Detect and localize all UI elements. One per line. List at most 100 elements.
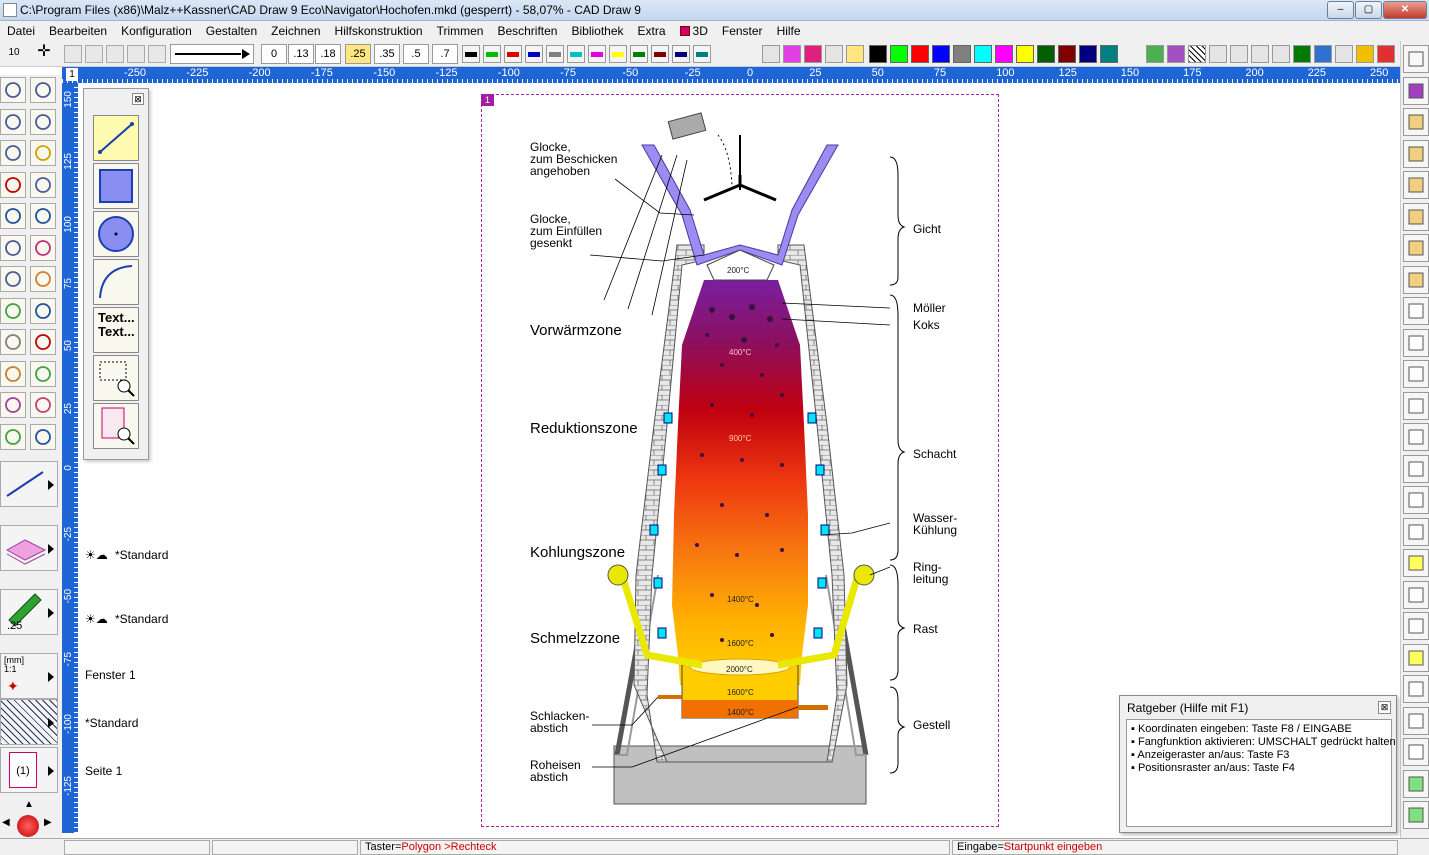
line-color-swatch[interactable] — [567, 45, 585, 63]
fill-off-icon[interactable] — [762, 45, 780, 63]
fill-pattern-icon[interactable] — [783, 45, 801, 63]
crosshair-icon[interactable]: ✛ — [37, 43, 51, 60]
rotate-axis-icon[interactable] — [1403, 423, 1429, 451]
fill-color-swatch[interactable] — [1037, 45, 1055, 63]
dimension-tool-icon[interactable] — [0, 203, 26, 229]
hatch-button[interactable] — [0, 699, 58, 745]
rotate-z-icon[interactable] — [1403, 360, 1429, 388]
fill-color-swatch[interactable] — [911, 45, 929, 63]
fill-color-swatch[interactable] — [995, 45, 1013, 63]
width-025[interactable]: .25 — [345, 44, 371, 64]
width-0[interactable]: 0 — [261, 44, 287, 64]
undo-tool-icon[interactable] — [30, 234, 56, 261]
layer-button[interactable] — [0, 525, 58, 571]
fill-color-swatch[interactable] — [1079, 45, 1097, 63]
import-3d-icon[interactable] — [1403, 517, 1429, 546]
menu-bibliothek[interactable]: Bibliothek — [571, 24, 624, 38]
menu-extra[interactable]: Extra — [637, 24, 666, 38]
nav-right-icon[interactable]: ▶ — [44, 817, 52, 828]
line-tool-button[interactable] — [93, 115, 139, 161]
rotate-free-icon[interactable] — [1403, 391, 1429, 420]
width-05[interactable]: .5 — [403, 44, 429, 64]
layers-icon[interactable] — [1167, 45, 1185, 63]
width-07[interactable]: .7 — [432, 44, 458, 64]
sm-icon[interactable] — [1293, 45, 1311, 63]
line-color-swatch[interactable] — [609, 45, 627, 63]
line-color-swatch[interactable] — [462, 45, 480, 63]
box-top-icon[interactable] — [1403, 202, 1429, 231]
box-flat-icon[interactable] — [1403, 265, 1429, 294]
save-icon[interactable] — [127, 45, 145, 63]
plane-icon[interactable] — [1403, 769, 1429, 798]
fill-color-swatch[interactable] — [932, 45, 950, 63]
ellipse-tool-icon[interactable] — [30, 140, 56, 166]
grid-icon[interactable] — [1272, 45, 1290, 63]
circle3-tool-icon[interactable] — [0, 140, 26, 166]
line-color-swatch[interactable] — [546, 45, 564, 63]
open-file-icon[interactable] — [106, 45, 124, 63]
line-color-swatch[interactable] — [483, 45, 501, 63]
cube-icon[interactable] — [1403, 108, 1429, 136]
zoom-select[interactable]: 10 — [8, 47, 20, 58]
rectangle-tool-button[interactable] — [93, 163, 139, 209]
menu-trimmen[interactable]: Trimmen — [436, 24, 484, 38]
fill-color-swatch[interactable] — [890, 45, 908, 63]
pencil-icon[interactable] — [1146, 45, 1164, 63]
cube-iso-icon[interactable] — [1403, 234, 1429, 262]
rotate-x-icon[interactable] — [1403, 297, 1429, 325]
menu-gestalten[interactable]: Gestalten — [205, 24, 258, 38]
ratgeber-close-icon[interactable]: ⊠ — [1378, 701, 1391, 714]
menu-hilfskonstruktion[interactable]: Hilfskonstruktion — [334, 24, 423, 38]
plane2-icon[interactable] — [1403, 801, 1429, 829]
menu-hilfe[interactable]: Hilfe — [776, 24, 801, 38]
palette-close-icon[interactable]: ⊠ — [132, 93, 144, 105]
wire-box3-icon[interactable] — [1403, 612, 1429, 640]
cloud-icon[interactable] — [1314, 45, 1332, 63]
pages-tool-icon[interactable] — [30, 392, 56, 418]
grid-tool-icon[interactable] — [0, 329, 26, 355]
blast-furnace-drawing[interactable] — [482, 95, 998, 826]
close-button[interactable]: ✕ — [1383, 1, 1427, 19]
magnet-tool-icon[interactable] — [30, 423, 56, 450]
wire-box2-icon[interactable] — [1403, 580, 1429, 609]
catalog-icon[interactable] — [1403, 45, 1429, 73]
width-013[interactable]: .13 — [288, 44, 314, 64]
eraser-icon[interactable] — [1377, 45, 1395, 63]
wire-box7-icon[interactable] — [1403, 738, 1429, 766]
angle-tool-icon[interactable] — [30, 203, 56, 229]
hatch-label[interactable]: *Standard — [85, 716, 139, 730]
filter-tool-icon[interactable] — [0, 297, 26, 324]
line-color-swatch[interactable] — [651, 45, 669, 63]
hatch-icon[interactable] — [1188, 45, 1206, 63]
menu-zeichnen[interactable]: Zeichnen — [271, 24, 321, 38]
nav-center-icon[interactable] — [17, 815, 39, 837]
text-tool-button[interactable]: Text... Text... — [93, 307, 139, 353]
box-side-icon[interactable] — [1403, 171, 1429, 199]
lock-tool-icon[interactable] — [0, 360, 26, 387]
line-color-swatch[interactable] — [630, 45, 648, 63]
line-color-swatch[interactable] — [525, 45, 543, 63]
cross-tool-icon[interactable] — [0, 171, 26, 198]
width-035[interactable]: .35 — [374, 44, 400, 64]
select-tool-icon[interactable] — [0, 266, 26, 292]
width-018[interactable]: .18 — [315, 44, 341, 64]
line-color-swatch[interactable] — [504, 45, 522, 63]
polyline-tool-icon[interactable] — [30, 108, 56, 135]
new-file-icon[interactable] — [85, 45, 103, 63]
pen-button[interactable]: .25 — [0, 589, 58, 635]
polygon-tool-icon[interactable] — [30, 77, 56, 103]
fill-color-swatch[interactable] — [953, 45, 971, 63]
triangle-tool-icon[interactable] — [0, 423, 26, 450]
menu-konfiguration[interactable]: Konfiguration — [121, 24, 192, 38]
curve-tool-icon[interactable] — [30, 171, 56, 198]
snap-tool-icon[interactable] — [30, 360, 56, 387]
fill-pattern4-icon[interactable] — [846, 45, 864, 63]
zoom-window-button[interactable] — [93, 355, 139, 401]
minimize-button[interactable]: – — [1327, 1, 1354, 19]
circle-tool-button[interactable] — [93, 211, 139, 257]
arc-tool-button[interactable] — [93, 259, 139, 305]
fill-color-swatch[interactable] — [1100, 45, 1118, 63]
scale-button[interactable]: [mm] 1:1 ✦ — [0, 653, 58, 699]
box-icon[interactable] — [1403, 139, 1429, 168]
line-color-swatch[interactable] — [693, 45, 711, 63]
